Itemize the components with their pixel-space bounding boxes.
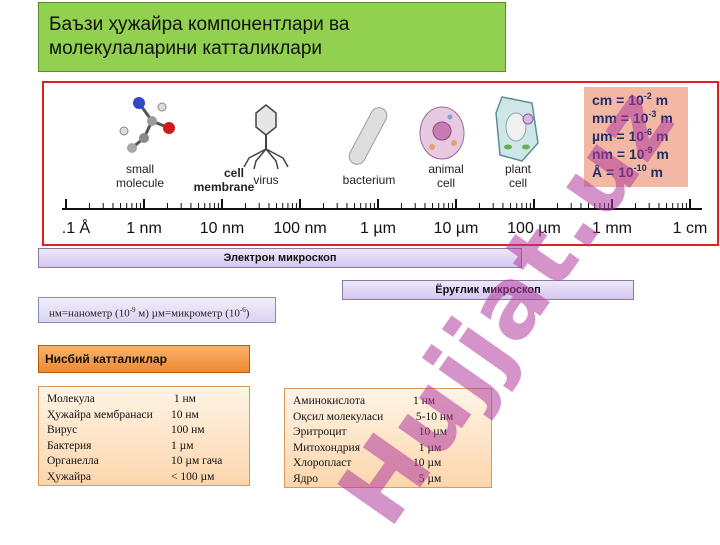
ruler-tick-label: 1 nm <box>126 220 162 237</box>
item-size: 10 нм <box>171 408 199 421</box>
item-name: Митохондрия <box>293 441 360 454</box>
label-cell-membrane-1: cell <box>224 166 244 180</box>
scale-illustration: small molecule cell membrane virus bacte… <box>62 87 708 237</box>
item-name: Оқсил молекуласи <box>293 410 384 423</box>
item-size: 5-10 нм <box>413 410 454 423</box>
nm-definition: нм=нанометр (10 <box>49 307 130 320</box>
unit-conversion-row: nm = 10-9 m <box>592 145 669 162</box>
item-size: 1 нм <box>171 393 196 405</box>
list-item: Вирус 100 нм <box>47 423 241 439</box>
list-item: Ҳужайра мембранаси 10 нм <box>47 408 241 424</box>
um-exponent: -6 <box>239 306 246 314</box>
item-size: 10 µм <box>413 426 448 438</box>
ruler-tick-label: 100 µm <box>507 220 561 237</box>
list-item: Митохондрия 1 µм <box>293 441 483 457</box>
size-scale-figure: small molecule cell membrane virus bacte… <box>42 81 719 246</box>
unit-conversion-box <box>584 87 688 187</box>
nm-definition-tail: м) <box>135 307 152 320</box>
list-item: Оқсил молекуласи 5-10 нм <box>293 410 483 426</box>
slide-title: Баъзи ҳужайра компонентлари ва молекулал… <box>38 2 506 72</box>
list-item: Хлоропласт 10 µм <box>293 456 483 472</box>
item-name: Органелла <box>47 455 99 467</box>
item-size: 10 µм гача <box>171 455 223 467</box>
list-item: Аминокислота 1 нм <box>293 394 483 410</box>
item-name: Вирус <box>47 424 78 436</box>
electron-microscope-range-bar: Электрон микроскоп <box>38 248 522 268</box>
label-cell-membrane-2: membrane <box>194 180 255 194</box>
label-animal-cell-2: cell <box>437 176 455 190</box>
relative-sizes-heading: Нисбий катталиклар <box>38 345 250 373</box>
item-size: 1 µм <box>413 441 442 454</box>
list-item: Молекула 1 нм <box>47 392 241 408</box>
item-size: 1 нм <box>413 395 436 407</box>
list-item: Ҳужайра < 100 µм <box>47 470 241 486</box>
unit-definitions: нм=нанометр (10-9 м) µм=микрометр (10-6) <box>38 297 276 323</box>
label-bacterium: bacterium <box>343 173 396 187</box>
label-plant-cell-1: plant <box>505 162 532 176</box>
ruler-tick-label: 1 µm <box>360 220 396 237</box>
item-name: Молекула <box>47 393 95 405</box>
item-size: 5 µм <box>413 472 442 485</box>
plant-cell-icon <box>495 96 539 162</box>
item-size: < 100 µм <box>171 470 215 483</box>
unit-conversion-row: cm = 10-2 m <box>592 91 668 108</box>
ruler-tick-label: 10 µm <box>434 220 479 237</box>
label-small-molecule-2: molecule <box>116 176 164 190</box>
list-item: Органелла 10 µм гача <box>47 454 241 470</box>
item-size: 10 µм <box>413 457 442 469</box>
unit-conversion-row: mm = 10-3 m <box>592 109 673 126</box>
item-name: Ҳужайра мембранаси <box>47 408 153 421</box>
light-microscope-range-bar: Ёруғлик микроскоп <box>342 280 634 300</box>
virus-icon <box>243 104 289 170</box>
list-item: Эритроцит 10 µм <box>293 425 483 441</box>
nm-exponent: -9 <box>129 306 136 314</box>
item-name: Хлоропласт <box>293 457 352 469</box>
item-name: Ядро <box>293 472 319 485</box>
item-name: Эритроцит <box>293 426 347 438</box>
um-definition-tail: ) <box>245 307 250 320</box>
unit-conversion-list: cm = 10-2 mmm = 10-3 mµm = 10-6 mnm = 10… <box>592 91 673 180</box>
list-item: Ядро 5 µм <box>293 472 483 488</box>
ruler-tick-label: .1 Å <box>62 218 91 237</box>
scale-ruler-labels: .1 Å 1 nm 10 nm 100 nm 1 µm 10 µm 100 µm 1 mm 1 … <box>62 218 708 237</box>
list-item: Бактерия 1 µм <box>47 439 241 455</box>
label-plant-cell-2: cell <box>509 176 527 190</box>
ruler-tick-label: 100 nm <box>273 220 326 237</box>
small-molecule-icon <box>119 97 175 153</box>
animal-cell-icon <box>419 106 465 160</box>
ruler-tick-label: 10 nm <box>200 220 244 237</box>
bacterium-icon <box>348 107 388 165</box>
label-virus: virus <box>253 173 278 187</box>
item-size: 100 нм <box>171 424 205 436</box>
label-animal-cell-1: animal <box>428 162 463 176</box>
ruler-tick-label: 1 mm <box>592 220 632 237</box>
scale-ruler-ticks <box>65 199 691 209</box>
label-small-molecule-1: small <box>126 162 154 176</box>
item-name: Ҳужайра <box>47 470 91 483</box>
item-name: Аминокислота <box>293 395 366 407</box>
unit-conversion-row: µm = 10-6 m <box>592 127 668 144</box>
unit-conversion-row: Å = 10-10 m <box>592 163 663 180</box>
item-size: 1 µм <box>171 439 194 452</box>
relative-sizes-list-right: Аминокислота 1 нм Оқсил молекуласи 5-10 нм… <box>284 388 492 488</box>
um-definition: µм=микрометр (10 <box>151 307 240 320</box>
item-name: Бактерия <box>47 439 92 452</box>
ruler-tick-label: 1 cm <box>673 220 708 237</box>
